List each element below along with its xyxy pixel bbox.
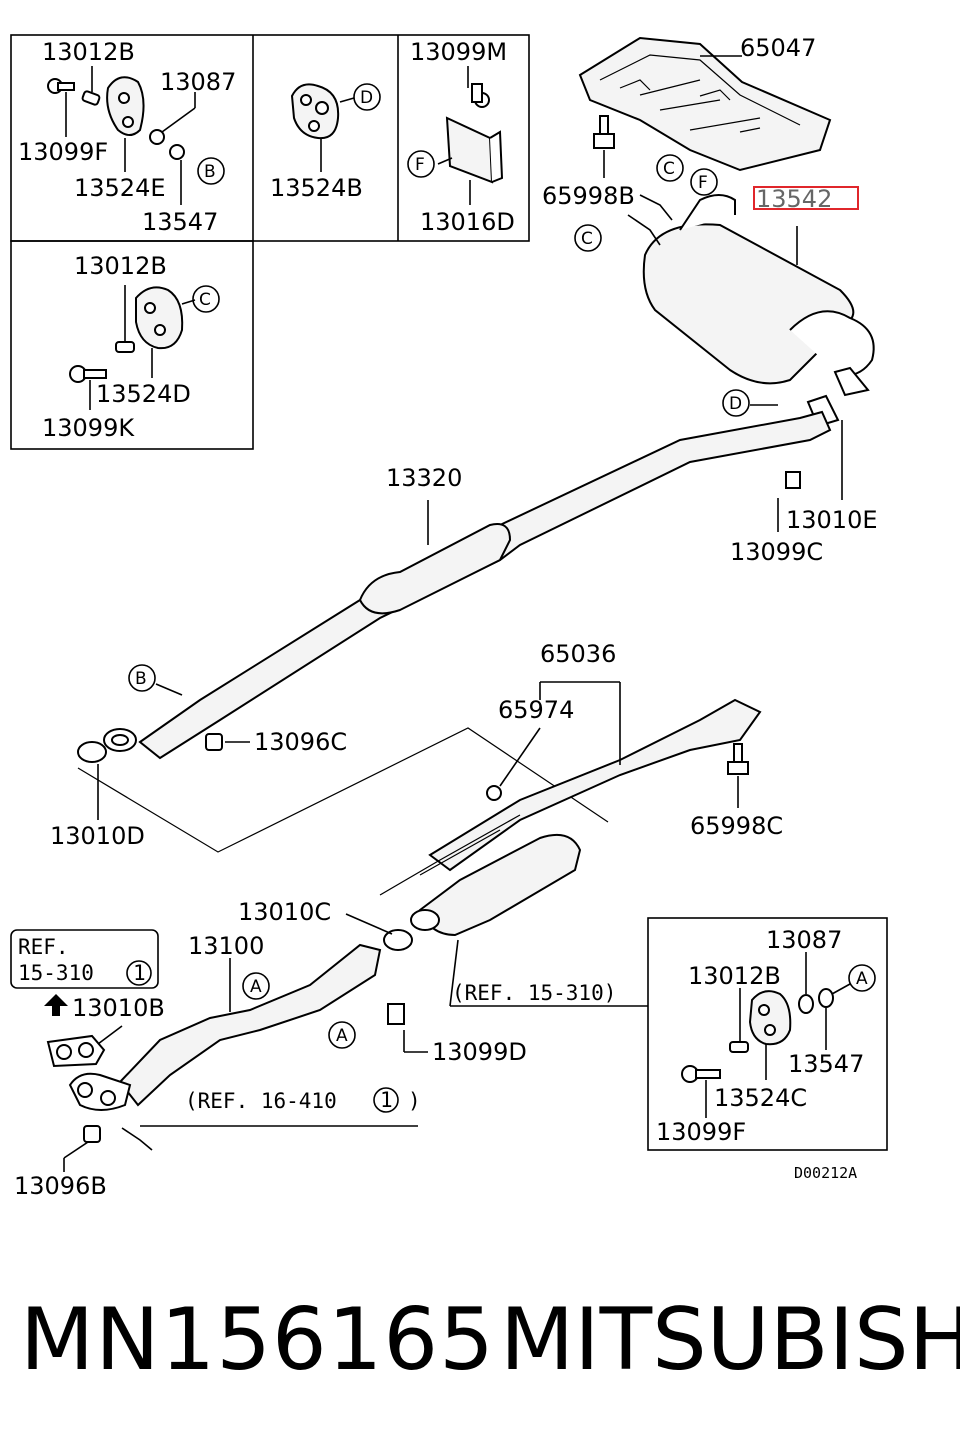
callout-13012B-box4: 13012B [74, 252, 167, 280]
svg-text:C: C [199, 290, 211, 310]
detail-box-grid [10, 34, 530, 450]
marker-a-box-br: A [848, 964, 876, 992]
callout-13099F-box-br: 13099F [656, 1118, 746, 1146]
ref-16-410-num: 1 [380, 1088, 393, 1112]
svg-text:D: D [360, 88, 373, 108]
gasket-13010B [46, 1025, 123, 1068]
marker-c-upper: C [656, 154, 684, 182]
brand-name: MITSUBISHI [500, 1290, 960, 1390]
bracket-13016D [437, 66, 504, 205]
callout-13547-box-br: 13547 [788, 1050, 864, 1078]
callout-13087-box1: 13087 [160, 68, 236, 96]
callout-65998C: 65998C [690, 812, 783, 840]
callout-13012B-box-br: 13012B [688, 962, 781, 990]
up-arrow-icon [44, 994, 68, 1016]
svg-text:C: C [581, 229, 593, 249]
svg-text:F: F [415, 155, 425, 175]
marker-f-box3: F [407, 150, 435, 178]
marker-c-box4: C [192, 285, 220, 313]
hanger-13524D-assembly [69, 285, 196, 410]
gasket-13010C [345, 913, 413, 951]
detail-box-bottom-right [647, 917, 888, 1151]
exhaust-parts-diagram: 13012B 13087 13099F 13524E 13547 13524B … [10, 34, 888, 1200]
ref-15-310-inline: (REF. 15-310) [452, 981, 616, 1005]
callout-13087-box-br: 13087 [766, 926, 842, 954]
callout-13096C: 13096C [254, 728, 347, 756]
callout-13100: 13100 [188, 932, 264, 960]
gasket-13010D [77, 741, 107, 820]
svg-text:A: A [250, 977, 262, 997]
svg-text:1: 1 [133, 961, 146, 985]
clip-65974 [486, 727, 541, 801]
callout-13016D: 13016D [420, 208, 515, 236]
marker-d-box2: D [353, 83, 381, 111]
callout-13320: 13320 [386, 464, 462, 492]
callout-13010B: 13010B [72, 994, 165, 1022]
svg-text:F: F [698, 173, 708, 193]
callout-13524D: 13524D [96, 380, 191, 408]
muffler-13542 [627, 194, 875, 397]
svg-text:D: D [729, 394, 742, 414]
nut-13096B [63, 1125, 101, 1172]
svg-text:B: B [135, 669, 147, 689]
hanger-13524B [290, 83, 355, 172]
center-pipe-13320 [103, 410, 832, 760]
ref-box-15-310: REF. 15-310 1 [10, 929, 159, 989]
bolt-65998C [727, 743, 749, 808]
callout-13099C: 13099C [730, 538, 823, 566]
ref-16-410-close: ) [408, 1089, 421, 1113]
callout-13524C: 13524C [714, 1084, 807, 1112]
callout-13547-box1: 13547 [142, 208, 218, 236]
callout-13010D: 13010D [50, 822, 145, 850]
svg-text:A: A [336, 1026, 348, 1046]
svg-text:C: C [663, 159, 675, 179]
svg-text:A: A [856, 969, 868, 989]
svg-text:B: B [204, 162, 216, 182]
callout-65047: 65047 [740, 34, 816, 62]
svg-text:15-310: 15-310 [18, 961, 94, 985]
heat-shield-65036 [379, 681, 762, 896]
bolt-13099C [777, 471, 801, 532]
hanger-13524E-assembly [47, 66, 196, 205]
callout-13524E: 13524E [74, 174, 166, 202]
catalytic-converter [410, 834, 582, 937]
callout-65974: 65974 [498, 696, 574, 724]
marker-b-pipe: B [128, 664, 156, 692]
callout-65998B: 65998B [542, 182, 635, 210]
nut-13096C [205, 733, 250, 751]
callout-13099D: 13099D [432, 1038, 527, 1066]
marker-a-frontpipe-upper: A [242, 972, 270, 1000]
callout-13010E: 13010E [786, 506, 878, 534]
callout-13099M: 13099M [410, 38, 507, 66]
callout-13099K: 13099K [42, 414, 135, 442]
ref-16-410: (REF. 16-410 [185, 1089, 337, 1113]
footer: MN156165 MITSUBISHI [20, 1290, 960, 1400]
callout-65036: 65036 [540, 640, 616, 668]
gasket-13010E [806, 394, 843, 500]
marker-d-muffler: D [722, 389, 750, 417]
bolt-65998B [593, 115, 615, 178]
marker-a-frontpipe-lower: A [328, 1021, 356, 1049]
highlight-box-13542 [753, 186, 859, 210]
callout-13012B-box1: 13012B [42, 38, 135, 66]
marker-c-lower: C [574, 224, 602, 252]
bolt-13099D [387, 1003, 428, 1053]
heat-shield-65047 [578, 36, 832, 172]
callout-13542: 13542 [756, 185, 832, 213]
diagram-code: D00212A [794, 1164, 857, 1182]
hanger-13524C-assembly [681, 952, 834, 1118]
callout-13099F-box1: 13099F [18, 138, 108, 166]
callout-13524B: 13524B [270, 174, 363, 202]
callout-13096B: 13096B [14, 1172, 107, 1200]
callout-13010C: 13010C [238, 898, 331, 926]
marker-b-box1: B [197, 157, 225, 185]
svg-text:REF.: REF. [18, 935, 69, 959]
marker-f-upper: F [690, 168, 718, 196]
part-number: MN156165 [20, 1290, 495, 1390]
front-pipe-13100 [68, 943, 382, 1111]
